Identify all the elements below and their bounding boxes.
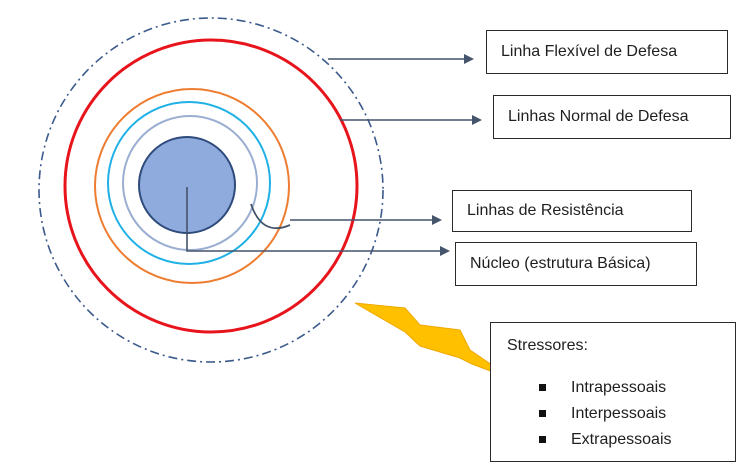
stressor-item-label: Extrapessoais bbox=[571, 431, 672, 448]
stressor-item-label: Intrapessoais bbox=[571, 379, 667, 396]
stressors-box: Stressores: Intrapessoais Interpessoais … bbox=[490, 322, 736, 462]
arrow-core bbox=[186, 187, 450, 256]
resistance-ring-orange bbox=[94, 88, 290, 284]
label-flexible-line: Linha Flexível de Defesa bbox=[486, 30, 728, 74]
normal-line-of-defense-ring bbox=[63, 38, 359, 334]
stressor-item: Intrapessoais bbox=[539, 375, 672, 401]
label-normal-line: Linhas Normal de Defesa bbox=[493, 95, 731, 139]
label-resistance-lines: Linhas de Resistência bbox=[452, 190, 692, 232]
flexible-line-of-defense-ring bbox=[38, 17, 384, 363]
bullet-icon bbox=[539, 384, 546, 391]
label-resistance-lines-text: Linhas de Resistência bbox=[467, 202, 624, 219]
stressor-item-label: Interpessoais bbox=[571, 405, 667, 422]
label-normal-line-text: Linhas Normal de Defesa bbox=[508, 108, 689, 125]
resistance-ring-cyan bbox=[107, 101, 271, 265]
stressor-item: Interpessoais bbox=[539, 401, 672, 427]
label-core-text: Núcleo (estrutura Básica) bbox=[470, 255, 651, 272]
label-flexible-line-text: Linha Flexível de Defesa bbox=[501, 43, 678, 60]
stressors-list: Intrapessoais Interpessoais Extrapessoai… bbox=[539, 375, 672, 453]
bullet-icon bbox=[539, 436, 546, 443]
bullet-icon bbox=[539, 410, 546, 417]
stressor-item: Extrapessoais bbox=[539, 427, 672, 453]
label-core: Núcleo (estrutura Básica) bbox=[455, 242, 697, 286]
resistance-ring-light bbox=[122, 115, 258, 251]
resistance-connector-curve bbox=[250, 203, 291, 230]
stressors-title: Stressores: bbox=[507, 337, 588, 354]
